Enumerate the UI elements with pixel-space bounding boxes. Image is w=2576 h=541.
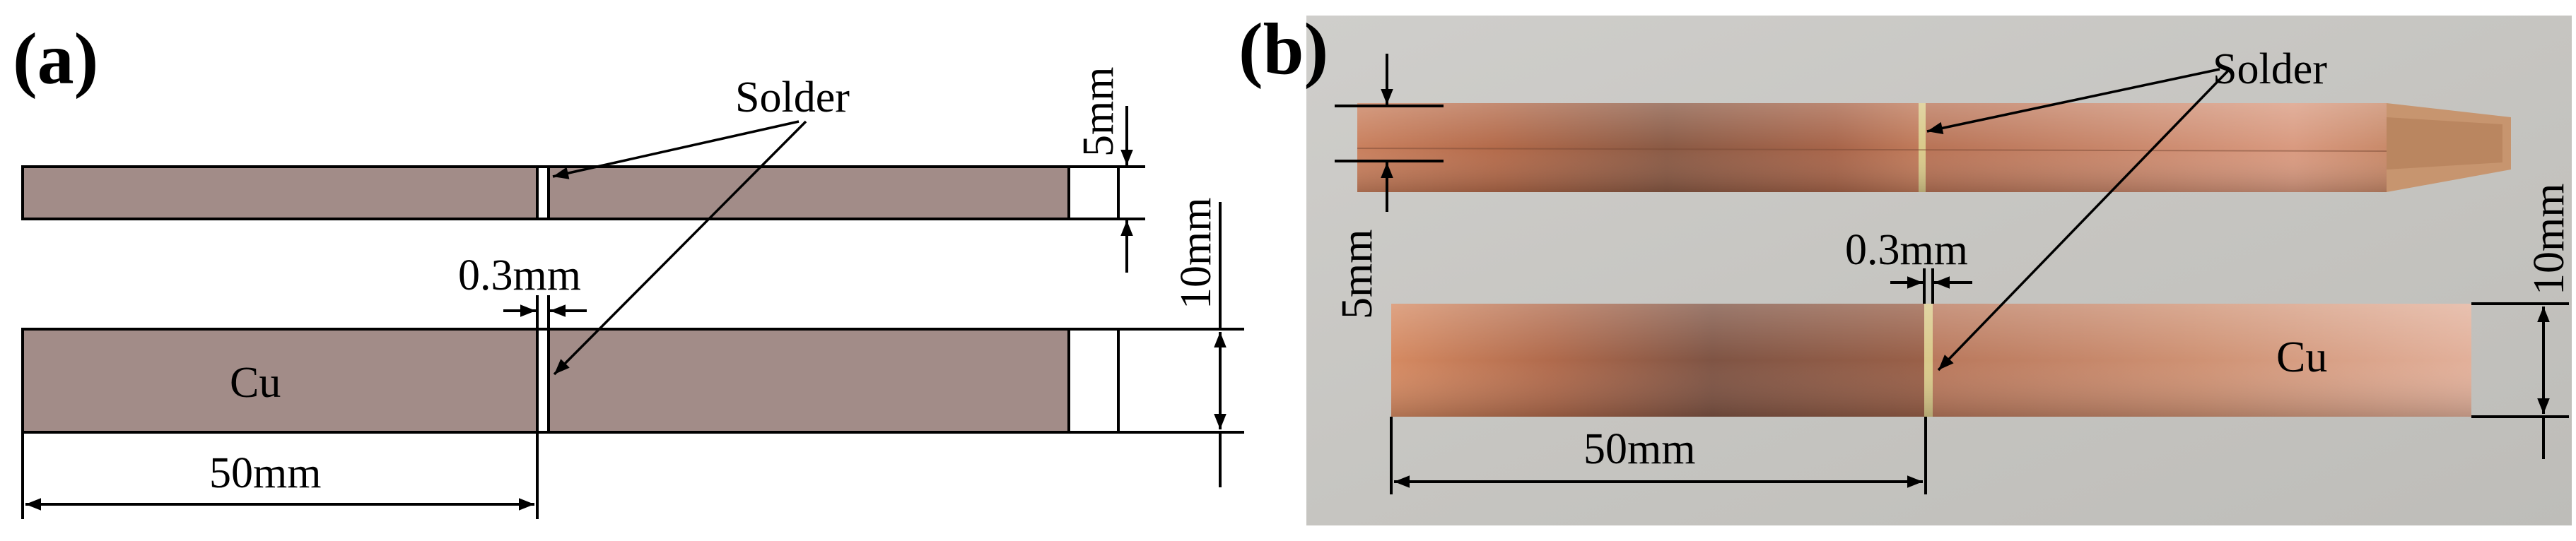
top-photo-edge [1357, 148, 2387, 152]
solder-label-a: Solder [735, 73, 850, 121]
solder-leader-bottom-b [1937, 69, 2230, 371]
bottom-bar-end [1067, 328, 1120, 434]
bottom-photo-sheen [1391, 304, 2471, 417]
photo-background [1306, 16, 2572, 525]
bottom-bar-left [21, 328, 539, 434]
solder-leader-bottom-a [553, 120, 807, 376]
top-bar-left [21, 165, 539, 220]
spacing-label-a: 10mm [1172, 198, 1220, 309]
panel-a: (a) Cu Solder 0.3mm 50mm [13, 18, 1244, 519]
top-bar-right [547, 165, 1070, 220]
thickness-label-b: 5mm [1333, 230, 1381, 319]
gap-label-b: 0.3mm [1845, 226, 1968, 274]
bottom-specimen-photo: Cu [1391, 304, 2471, 417]
top-photo-bar-face [2387, 117, 2502, 170]
panel-a-label: (a) [13, 18, 98, 100]
material-label-a: Cu [230, 359, 281, 407]
top-specimen-schematic [21, 165, 1120, 220]
bottom-specimen-schematic: Cu [21, 328, 1120, 434]
panel-b-label: (b) [1239, 8, 1328, 90]
top-photo-sheen [1357, 103, 2387, 192]
solder-leader-top-b [1926, 68, 2220, 135]
solder-label-b: Solder [2213, 45, 2327, 93]
bottom-solder-gap [536, 328, 550, 434]
top-solder-gap [536, 165, 550, 220]
length-label-a: 50mm [209, 449, 321, 497]
material-label-b: Cu [2276, 333, 2327, 381]
top-bar-end [1067, 165, 1120, 220]
spacing-label-b: 10mm [2525, 184, 2573, 295]
gap-label-a: 0.3mm [458, 251, 581, 299]
solder-leader-top-a [552, 120, 800, 179]
top-specimen-photo [1357, 103, 2511, 192]
panel-b: Cu (b) Solder 5mm 0.3mm 50mm 10mm [1239, 8, 2573, 525]
length-label-b: 50mm [1583, 425, 1695, 473]
thickness-label-a: 5mm [1075, 67, 1123, 157]
bottom-bar-right [547, 328, 1070, 434]
